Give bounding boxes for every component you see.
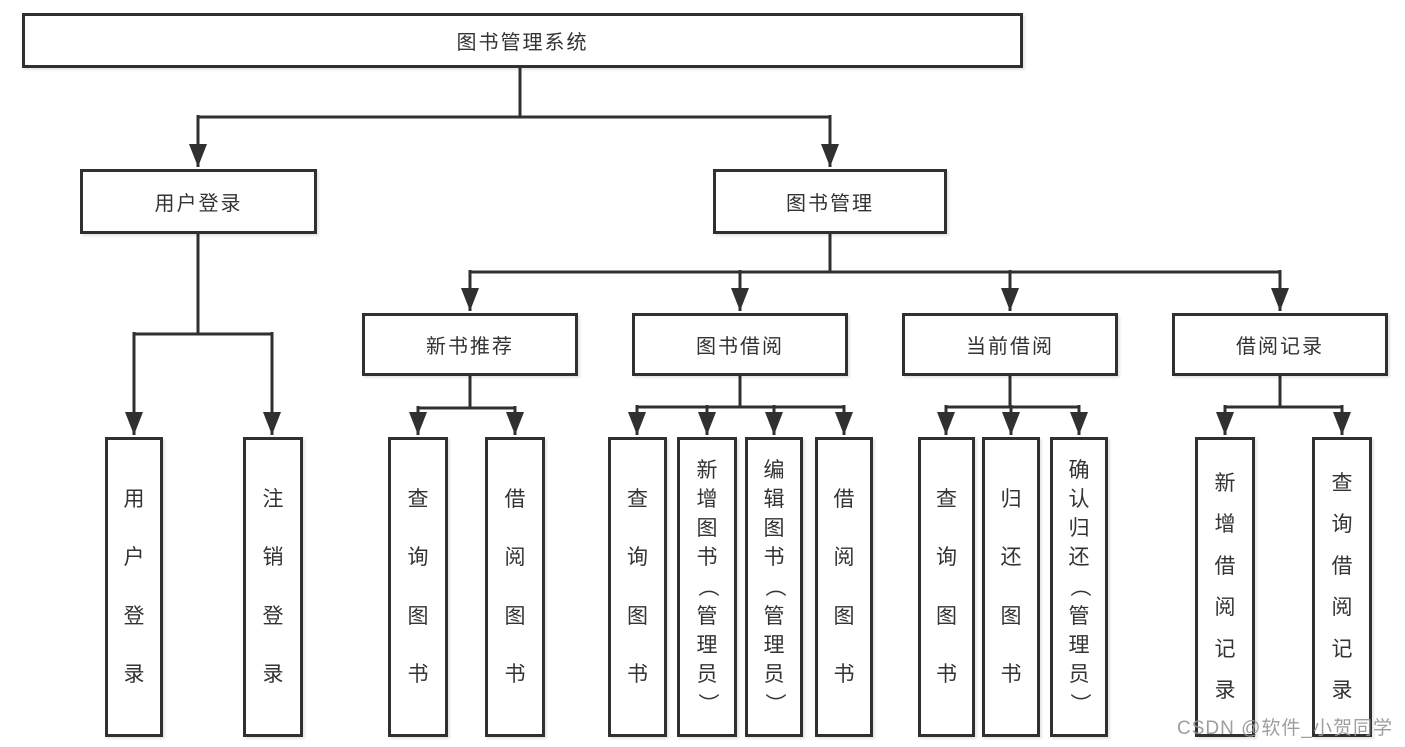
- leaf-label-char: 阅: [1214, 596, 1236, 620]
- leaf-label-char: 查: [627, 488, 648, 512]
- leaf-borrow-borrow-books: 借阅图书: [815, 437, 873, 737]
- leaf-label-char: 询: [1331, 513, 1353, 537]
- leaf-label-char: 阅: [1331, 596, 1353, 620]
- leaf-label-char: 图: [763, 517, 785, 541]
- leaf-label-char: 图: [936, 604, 957, 628]
- leaf-label-char: 新: [696, 459, 718, 483]
- leaf-label-char: 借: [504, 488, 526, 512]
- leaf-label-char: 注: [262, 488, 284, 512]
- leaf-label-char: 借: [833, 488, 855, 512]
- leaf-label-char: 辑: [763, 488, 785, 512]
- leaf-label-char: 图: [504, 604, 526, 628]
- leaf-logout: 注销登录: [243, 437, 303, 737]
- leaf-label-char: 管: [696, 604, 718, 628]
- leaf-record-query-borrow-record: 查询借阅记录: [1312, 437, 1372, 737]
- leaf-label-char: 户: [123, 546, 145, 570]
- leaf-label-char: ）: [1067, 692, 1091, 714]
- leaf-label-char: 询: [407, 546, 429, 570]
- leaf-label-char: 理: [696, 633, 718, 657]
- leaf-label-char: 阅: [833, 546, 855, 570]
- node-borrow-record: 借阅记录: [1172, 313, 1388, 376]
- leaf-label-char: 录: [1214, 679, 1236, 703]
- node-current-borrow: 当前借阅: [902, 313, 1118, 376]
- leaf-label-char: 书: [504, 662, 526, 686]
- leaf-label-char: 查: [407, 488, 429, 512]
- leaf-borrow-edit-books-admin: 编辑图书 （ 管理员 ）: [745, 437, 803, 737]
- csdn-watermark: CSDN @软件_小贺同学: [1177, 718, 1393, 739]
- leaf-label-char: 书: [833, 662, 855, 686]
- leaf-label-char: 归: [1068, 517, 1090, 541]
- leaf-label-char: （: [762, 576, 786, 598]
- leaf-label-char: 书: [407, 662, 429, 686]
- leaf-label-char: ）: [762, 692, 786, 714]
- leaf-label-char: 图: [833, 604, 855, 628]
- leaf-label-char: ）: [695, 692, 719, 714]
- leaf-label-char: 查: [1331, 471, 1353, 495]
- leaf-label-char: 增: [1214, 513, 1236, 537]
- leaf-label-char: 阅: [504, 546, 526, 570]
- leaf-current-return-books: 归还图书: [982, 437, 1040, 737]
- node-book-borrow: 图书借阅: [632, 313, 848, 376]
- leaf-label-char: 还: [1068, 546, 1090, 570]
- leaf-newbook-borrow-books: 借阅图书: [485, 437, 545, 737]
- leaf-label-char: 书: [627, 662, 648, 686]
- leaf-label-char: 记: [1214, 637, 1236, 661]
- leaf-label-char: 书: [936, 662, 957, 686]
- leaf-current-confirm-return-admin: 确认归还 （ 管理员 ）: [1050, 437, 1108, 737]
- leaf-label-char: 理: [1068, 633, 1090, 657]
- leaf-label-char: 还: [1000, 546, 1022, 570]
- leaf-label-char: 询: [936, 546, 957, 570]
- leaf-label-char: 理: [763, 633, 785, 657]
- leaf-label-char: 管: [763, 604, 785, 628]
- leaf-label-char: 管: [1068, 604, 1090, 628]
- leaf-label-char: 图: [1000, 604, 1022, 628]
- leaf-label-char: 图: [627, 604, 648, 628]
- leaf-record-add-borrow-record: 新增借阅记录: [1195, 437, 1255, 737]
- node-new-book-recommend: 新书推荐: [362, 313, 578, 376]
- leaf-label-char: 书: [1000, 662, 1022, 686]
- leaf-borrow-add-books-admin: 新增图书 （ 管理员 ）: [677, 437, 737, 737]
- node-root: 图书管理系统: [22, 13, 1023, 68]
- node-book-management: 图书管理: [713, 169, 947, 234]
- leaf-borrow-query-books: 查询图书: [608, 437, 667, 737]
- leaf-label-char: 录: [1331, 679, 1353, 703]
- leaf-label-char: 图: [407, 604, 429, 628]
- leaf-label-char: 登: [262, 604, 284, 628]
- leaf-label-char: 用: [123, 488, 145, 512]
- leaf-label-char: 借: [1214, 554, 1236, 578]
- leaf-label-char: 员: [763, 662, 785, 686]
- leaf-newbook-query-books: 查询图书: [388, 437, 448, 737]
- leaf-label-char: 登: [123, 604, 145, 628]
- leaf-label-char: 归: [1000, 488, 1022, 512]
- leaf-label-char: 增: [696, 488, 718, 512]
- leaf-label-char: 查: [936, 488, 957, 512]
- leaf-label-char: （: [695, 576, 719, 598]
- leaf-label-char: 销: [262, 546, 284, 570]
- leaf-label-char: 录: [262, 662, 284, 686]
- leaf-label-char: 员: [1068, 662, 1090, 686]
- leaf-label-char: 编: [763, 459, 785, 483]
- leaf-label-char: 书: [696, 546, 718, 570]
- node-user-login: 用户登录: [80, 169, 317, 234]
- leaf-label-char: 确: [1068, 459, 1090, 483]
- leaf-label-char: 书: [763, 546, 785, 570]
- leaf-user-login: 用户登录: [105, 437, 163, 737]
- leaf-current-query-books: 查询图书: [918, 437, 975, 737]
- leaf-label-char: 录: [123, 662, 145, 686]
- leaf-label-char: 记: [1331, 637, 1353, 661]
- leaf-label-char: 员: [696, 662, 718, 686]
- leaf-label-char: 图: [696, 517, 718, 541]
- leaf-label-char: 询: [627, 546, 648, 570]
- leaf-label-char: 新: [1214, 471, 1236, 495]
- leaf-label-char: 认: [1068, 488, 1090, 512]
- leaf-label-char: 借: [1331, 554, 1353, 578]
- leaf-label-char: （: [1067, 576, 1091, 598]
